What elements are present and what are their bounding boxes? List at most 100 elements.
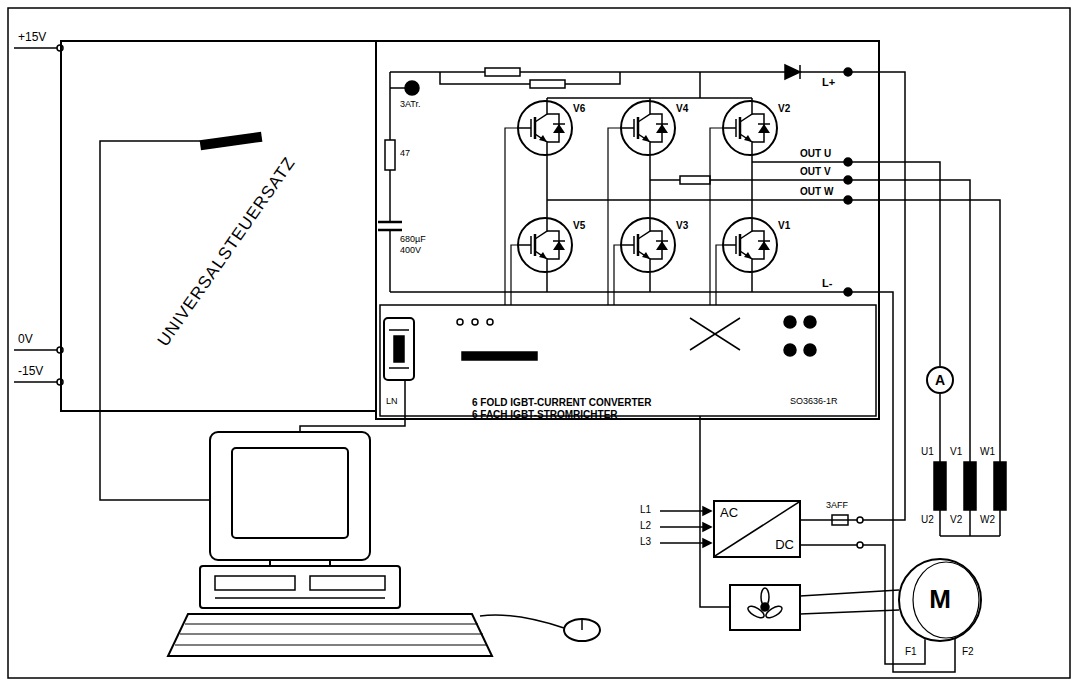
dc-link-parts	[785, 65, 800, 79]
computer-illustration	[215, 597, 385, 599]
output-parts	[844, 196, 852, 204]
computer-illustration	[232, 448, 348, 538]
dc-link-wiring	[389, 230, 391, 292]
output-parts	[844, 176, 852, 184]
dc-link-wiring	[390, 291, 848, 293]
supply-terminals	[14, 47, 57, 49]
part-label: 0V	[18, 332, 33, 346]
motor-body	[899, 559, 981, 641]
igbt-symbol	[518, 218, 572, 272]
dc-link-wiring	[378, 65, 955, 672]
driver-strip	[804, 316, 816, 328]
node-text: AC	[720, 505, 738, 521]
output-wiring	[969, 510, 971, 536]
computer-illustration	[168, 614, 492, 656]
gate-wiring	[511, 245, 518, 305]
computer-illustration	[200, 566, 400, 608]
fan-unit	[800, 590, 899, 596]
motor-circle: M	[898, 558, 982, 642]
node-text: 6 FACH IGBT-STROMRICHTER	[472, 409, 618, 421]
node-text: M	[929, 584, 951, 615]
driver-strip	[380, 305, 876, 416]
output-parts	[964, 462, 976, 510]
part-label: V5	[573, 220, 585, 232]
part-label: 400V	[400, 245, 421, 256]
wire-connector	[801, 72, 905, 520]
output-wiring	[547, 200, 1000, 462]
fuse-symbol	[832, 519, 848, 521]
dc-link-wiring	[800, 71, 880, 73]
driver-strip	[394, 336, 404, 362]
dc-link-parts	[530, 80, 565, 88]
dc-link-wiring	[390, 87, 405, 89]
part-label: V3	[676, 220, 688, 232]
part-label: L2	[640, 520, 651, 532]
motor-body	[899, 559, 981, 641]
converter-diagonal	[715, 502, 799, 556]
dc-link-wiring	[390, 71, 785, 73]
output-parts	[680, 158, 1006, 510]
computer-illustration	[175, 645, 487, 646]
computer-illustration	[180, 634, 483, 635]
igbt-symbol	[723, 218, 777, 272]
computer-illustration	[185, 624, 478, 625]
dc-link-wiring	[649, 272, 651, 292]
part-label: OUT W	[800, 186, 833, 198]
mains-input	[703, 539, 711, 547]
motor-body	[913, 562, 979, 638]
gate-wiring	[614, 245, 621, 305]
computer-illustration	[168, 432, 600, 656]
output-parts	[934, 462, 946, 510]
dc-link-parts	[405, 81, 419, 95]
driver-strip	[462, 352, 537, 360]
part-label: L3	[640, 536, 651, 548]
part-label: U1	[921, 446, 934, 458]
part-label: +15V	[18, 30, 46, 44]
dc-link-wiring	[699, 72, 701, 98]
part-label: V1	[778, 220, 790, 232]
dc-link-wiring	[546, 272, 548, 292]
part-label: W1	[980, 446, 995, 458]
part-label: OUT V	[800, 166, 831, 178]
supply-terminals	[14, 45, 63, 385]
part-label: 47	[400, 148, 410, 159]
control-unit-panel: UNIVERSALSTEUERSATZ	[60, 40, 377, 412]
igbt-symbol	[518, 101, 572, 155]
dc-link-wiring	[546, 155, 548, 218]
part-label: L-	[822, 277, 832, 290]
dc-link-wiring	[378, 229, 402, 232]
output-wiring	[999, 510, 1001, 536]
driver-strip	[300, 380, 405, 432]
part-label: -15V	[18, 364, 43, 378]
node-text: DC	[775, 537, 794, 553]
part-label: OUT U	[800, 148, 831, 160]
dc-link-parts	[385, 140, 395, 170]
driver-strip	[784, 344, 796, 356]
computer-illustration	[480, 615, 564, 628]
part-label: 3AFF	[826, 500, 848, 511]
part-label: F1	[905, 646, 917, 658]
driver-strip	[389, 329, 409, 331]
output-wiring	[940, 535, 1000, 537]
output-parts	[680, 176, 710, 184]
driver-strip	[804, 344, 816, 356]
output-wiring	[752, 161, 880, 163]
driver-strip	[690, 318, 740, 350]
fuse-symbol	[857, 517, 863, 523]
supply-terminals	[14, 349, 57, 351]
wire-connector	[880, 162, 940, 366]
fuse-symbol	[857, 542, 863, 548]
gate-wiring	[505, 128, 518, 305]
computer-illustration	[310, 576, 385, 590]
fuse-symbol	[832, 515, 848, 525]
control-connector	[200, 132, 263, 151]
output-wiring	[547, 162, 1000, 536]
ac-dc-converter-box: AC DC	[713, 500, 801, 558]
driver-strip	[457, 319, 463, 325]
output-parts	[994, 462, 1006, 510]
part-label: V1	[950, 446, 962, 458]
driver-strip	[784, 316, 796, 328]
igbt-symbol	[723, 101, 777, 155]
part-label: SO3636-1R	[790, 396, 838, 407]
